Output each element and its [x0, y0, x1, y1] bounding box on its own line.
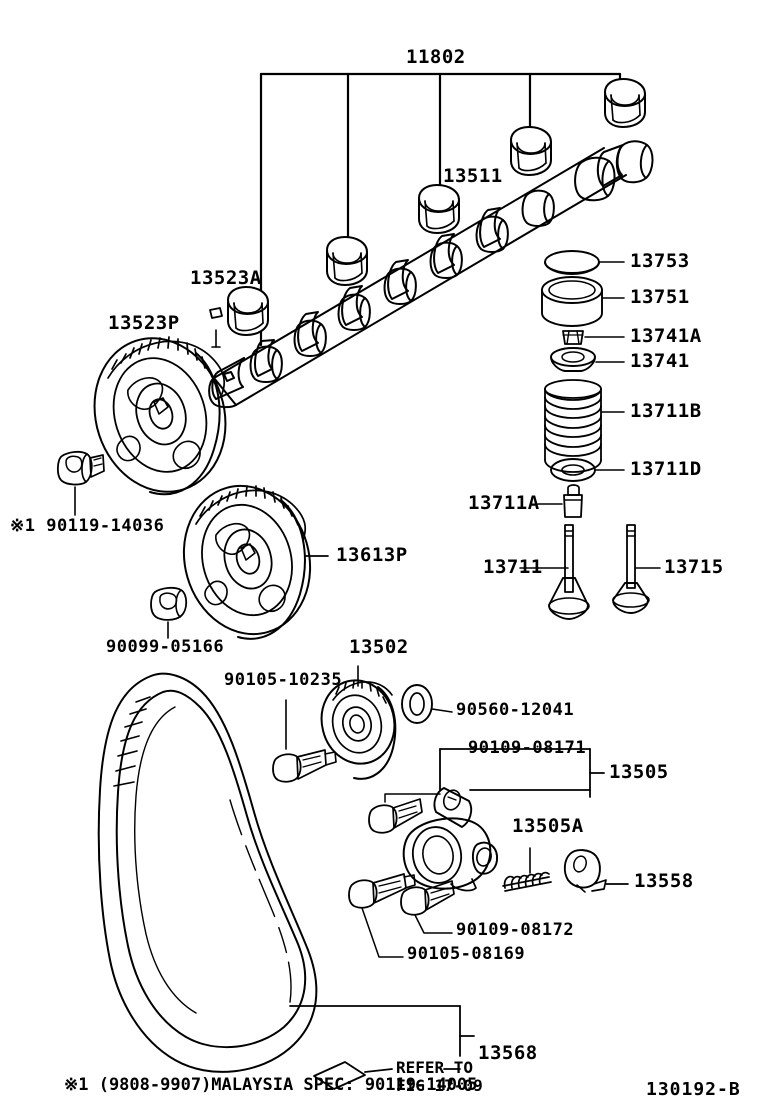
label-idler-pulley-bolt: 90105-10235 [224, 670, 343, 690]
leader-13568 [289, 1005, 475, 1057]
label-idler-plate-washer: 90560-12041 [456, 700, 575, 720]
camshaft-timing-pulley [93, 336, 227, 496]
label-injection-pump-pulley: 13613P [336, 544, 408, 566]
tensioner-bolt-long [348, 873, 416, 909]
timing-belt [97, 672, 318, 1073]
tensioner-bolt-upper [368, 798, 423, 834]
camshaft-key [209, 307, 223, 319]
tensioner-spring [502, 871, 552, 892]
idler-pulley-bolt [272, 749, 337, 783]
tensioner-assembly [402, 787, 498, 892]
bearing-cap-3 [418, 184, 460, 234]
label-valve-lifter: 13751 [630, 286, 690, 308]
label-camshaft-key: 13523A [190, 267, 262, 289]
camshaft-pulley-bolt [56, 450, 105, 486]
label-camshaft-bearing-set: 11802 [406, 46, 466, 68]
bearing-cap-4 [510, 126, 552, 176]
exhaust-valve [612, 524, 650, 614]
label-camshaft-pulley-bolt: ※1 90119-14036 [10, 516, 165, 536]
label-tensioner-bolt-long: 90105-08169 [407, 944, 526, 964]
label-valve-spring-retainer: 13741 [630, 350, 690, 372]
label-camshaft-timing-pulley: 13523P [108, 312, 180, 334]
leader-90560 [431, 708, 453, 713]
footnote-malaysia-spec: ※1 (9808-9907)MALAYSIA SPEC: 90119-14005 [64, 1075, 478, 1095]
camshaft [208, 140, 654, 409]
figure-code: 130192-B [646, 1079, 741, 1100]
valve-keeper [562, 330, 584, 345]
valve-spring-retainer [550, 347, 596, 372]
label-pulley-nut: 90099-05166 [106, 637, 225, 657]
leader-90105-08169 [361, 907, 404, 958]
refer-to-marker [313, 1061, 461, 1090]
label-timing-belt: 13568 [478, 1042, 538, 1064]
label-exhaust-valve: 13715 [664, 556, 724, 578]
valve-stem-seal [563, 484, 583, 518]
refer-to-line-2: FIG 17-09 [396, 1076, 483, 1095]
valve-spring [544, 379, 602, 473]
label-tensioner-assembly: 13505 [609, 761, 669, 783]
label-spring-hook-plate: 13558 [634, 870, 694, 892]
refer-to-line-1: REFER TO [396, 1058, 474, 1077]
valve-spring-seat [550, 458, 596, 482]
injection-pump-pulley [182, 484, 312, 640]
leader-13505 [439, 748, 605, 798]
label-idler-pulley: 13502 [349, 636, 409, 658]
bearing-cap-5 [604, 78, 646, 128]
label-tensioner-spring: 13505A [512, 815, 584, 837]
label-valve-spring: 13711B [630, 400, 702, 422]
idler-plate-washer [401, 684, 433, 724]
label-tensioner-bolt-lower: 90109-08172 [456, 920, 575, 940]
label-intake-valve: 13711 [483, 556, 543, 578]
label-valve-lifter-shim: 13753 [630, 250, 690, 272]
spring-hook-plate [563, 849, 607, 893]
leader-90109-08171 [384, 793, 441, 803]
tensioner-bolt-lower [400, 880, 455, 916]
label-tensioner-bolt-upper: 90109-08171 [468, 738, 587, 758]
label-valve-spring-seat: 13711D [630, 458, 702, 480]
intake-valve [548, 524, 590, 620]
label-valve-stem-seal: 13711A [468, 492, 540, 514]
label-valve-keeper: 13741A [630, 325, 702, 347]
bearing-cap-1 [227, 286, 269, 336]
leader-90109-08172 [414, 914, 453, 934]
label-camshaft: 13511 [443, 165, 503, 187]
pulley-nut [150, 586, 188, 621]
bearing-cap-2 [326, 236, 368, 286]
valve-lifter [541, 276, 603, 327]
idler-pulley [320, 679, 397, 780]
valve-lifter-shim [544, 250, 600, 275]
